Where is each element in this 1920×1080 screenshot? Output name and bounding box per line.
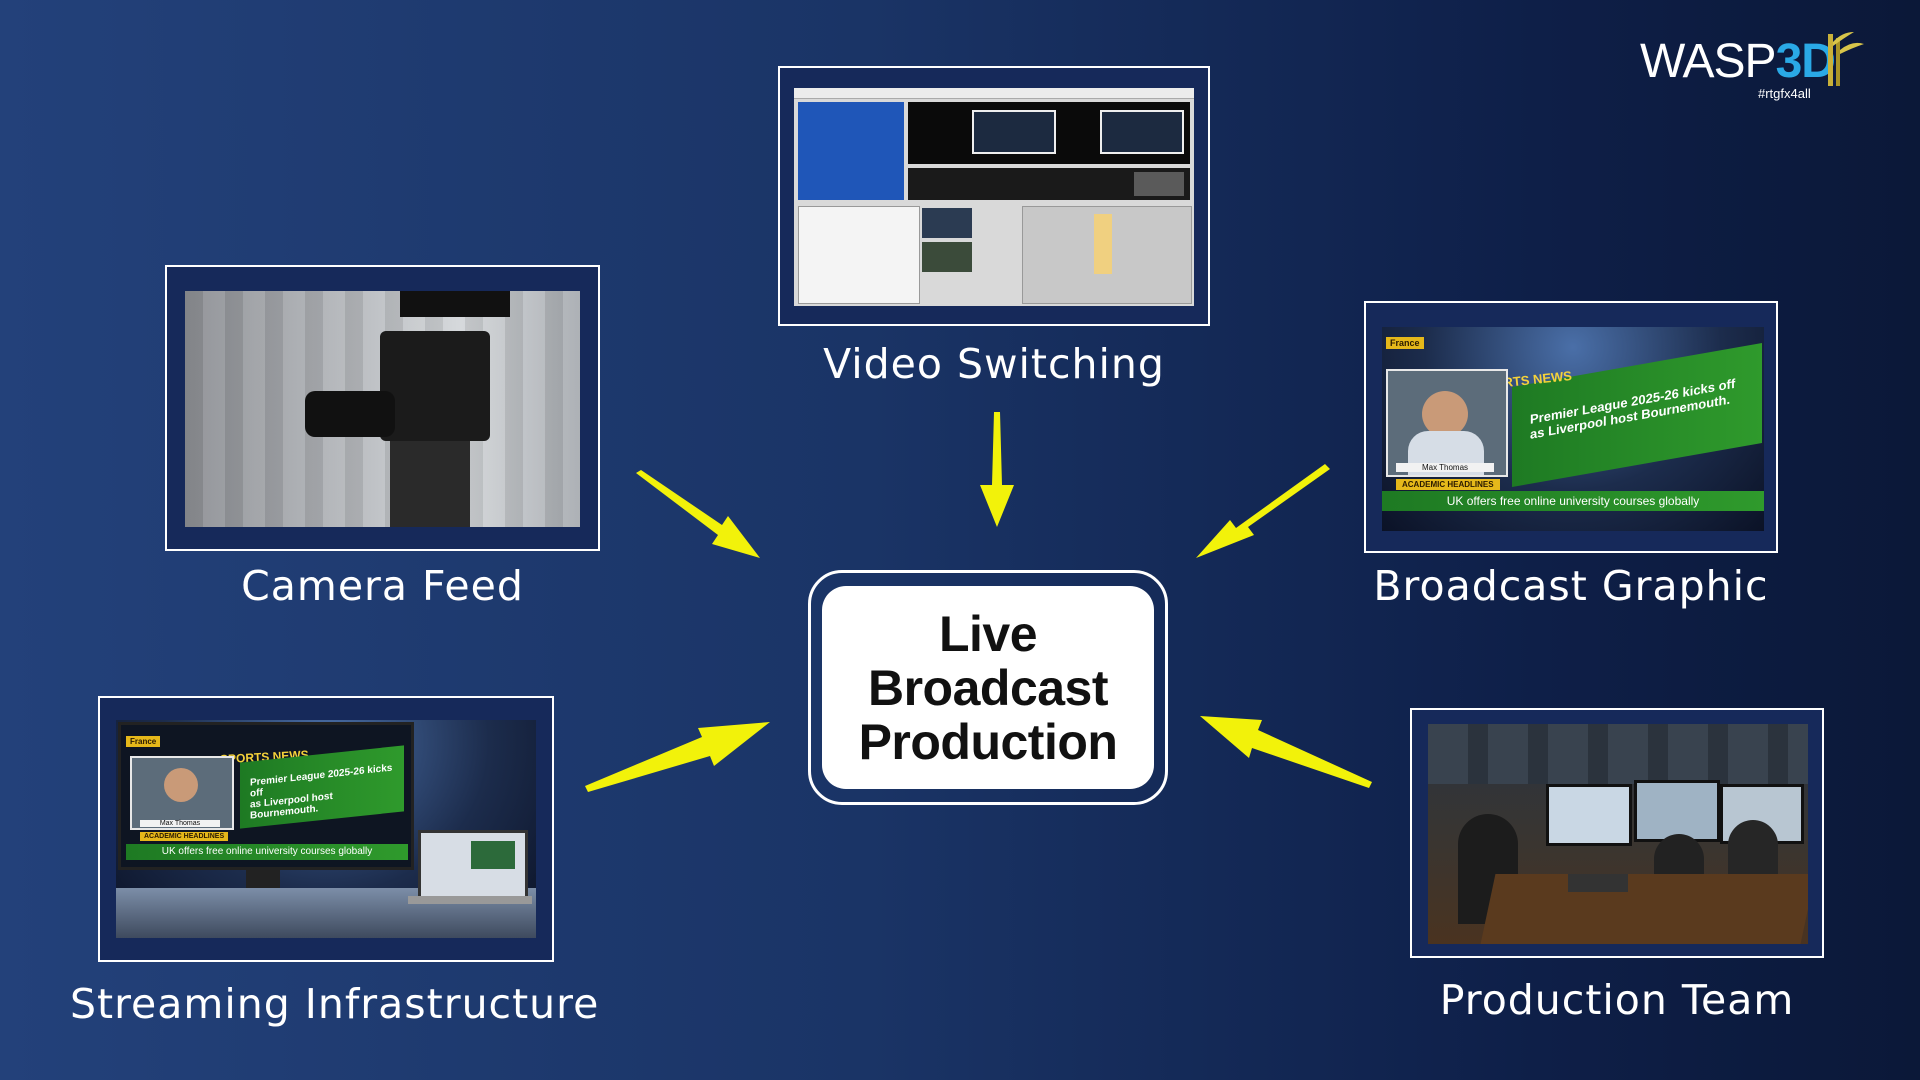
arrow-video-switching: [980, 412, 1014, 527]
presenter-window: [1386, 369, 1508, 477]
video-switching-frame: [778, 66, 1210, 326]
camera-lens: [305, 391, 395, 437]
desk: [1480, 874, 1808, 944]
presenter-window: [130, 756, 234, 830]
arrow-streaming-infrastructure: [585, 722, 770, 792]
production-team-frame: [1410, 708, 1824, 958]
ticker-label: ACADEMIC HEADLINES: [140, 832, 229, 841]
wasp3d-logo: WASP3D #rtgfx4all: [1640, 30, 1875, 110]
monitor-1: [1546, 784, 1632, 846]
camera-feed-frame: [165, 265, 600, 551]
country-tag: France: [1386, 337, 1424, 349]
production-team-photo: [1428, 724, 1808, 944]
logo-brand-main: WASP: [1640, 35, 1777, 88]
tripod: [390, 441, 470, 527]
logo-brand-accent: 3D: [1775, 35, 1836, 88]
presenter-name: Max Thomas: [1396, 463, 1494, 472]
country-tag: France: [126, 736, 161, 747]
monitor-stand: [246, 868, 280, 888]
center-title-line3: Production: [858, 713, 1118, 770]
broadcast-graphic-image: France Premier League 2025-26 kicks off …: [1382, 327, 1764, 531]
arrow-production-team: [1200, 716, 1372, 788]
bamboo-icon: [1828, 32, 1864, 86]
center-title-line1: Live: [938, 605, 1038, 662]
video-switcher-screenshot: [794, 88, 1194, 306]
streaming-setup-image: France SPORTS NEWS Premier League 2025-2…: [116, 720, 536, 938]
camera-photo: [185, 291, 580, 527]
laptop: [418, 830, 528, 902]
ticker-bar: UK offers free online university courses…: [126, 844, 408, 860]
logo-hashtag: #rtgfx4all: [1758, 86, 1811, 101]
presenter-name: Max Thomas: [140, 820, 220, 827]
streaming-infrastructure-frame: France SPORTS NEWS Premier League 2025-2…: [98, 696, 554, 962]
playlist-panel: [798, 102, 904, 200]
camera-body: [380, 331, 490, 441]
center-title-line2: Broadcast: [867, 659, 1109, 716]
ticker-bar: UK offers free online university courses…: [1382, 491, 1764, 511]
center-node: Live Broadcast Production: [808, 570, 1168, 805]
ticker-label: ACADEMIC HEADLINES: [1396, 479, 1500, 490]
broadcast-graphic-frame: France Premier League 2025-26 kicks off …: [1364, 301, 1778, 553]
monitor-2: [1634, 780, 1720, 842]
broadcast-graphic-caption: Broadcast Graphic: [1373, 562, 1769, 610]
camera-feed-caption: Camera Feed: [241, 562, 524, 610]
production-team-caption: Production Team: [1439, 976, 1795, 1024]
arrow-broadcast-graphic: [1196, 464, 1330, 558]
arrow-camera-feed: [636, 470, 760, 558]
video-switching-caption: Video Switching: [823, 340, 1165, 388]
streaming-infrastructure-caption: Streaming Infrastructure: [70, 980, 600, 1028]
